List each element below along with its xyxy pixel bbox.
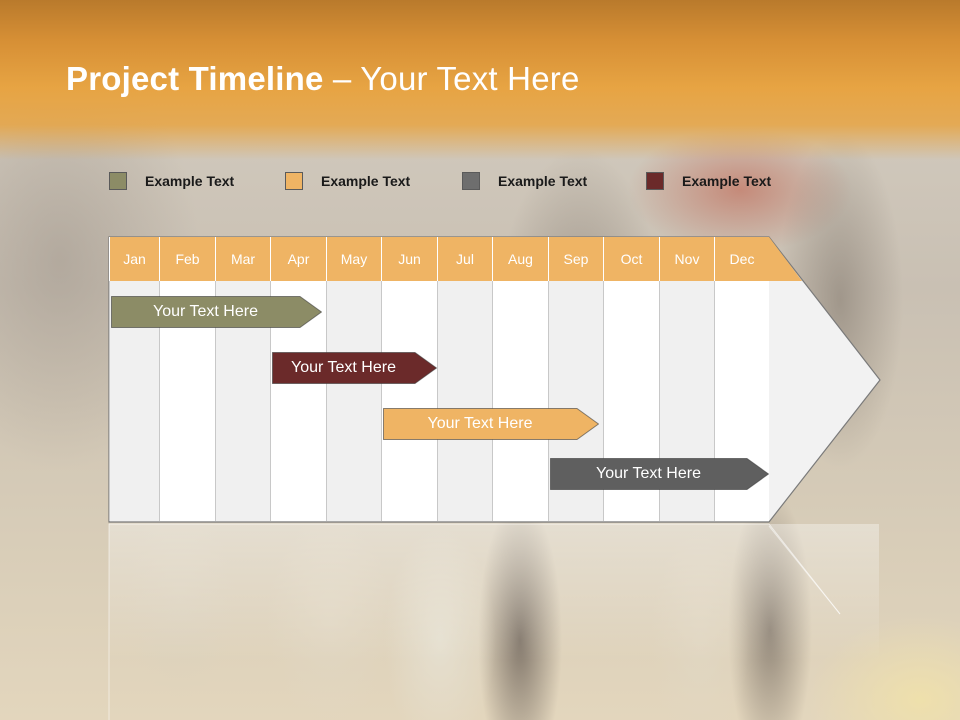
legend-swatch-orange [285, 172, 303, 190]
legend-swatch-olive [109, 172, 127, 190]
month-header-nov: Nov [659, 237, 714, 281]
month-header-sep: Sep [548, 237, 603, 281]
task-bar-arrow-3 [383, 408, 599, 440]
month-column-aug [492, 281, 548, 521]
title-bold: Project Timeline [66, 60, 324, 97]
month-header-oct: Oct [603, 237, 659, 281]
task-bar-2[interactable]: Your Text Here [272, 352, 437, 384]
month-header-may: May [326, 237, 381, 281]
month-header-mar: Mar [215, 237, 270, 281]
task-bar-shape-4 [550, 458, 769, 490]
month-column-jul [437, 281, 492, 521]
month-header-jan: Jan [109, 237, 159, 281]
legend-label-3: Example Text [498, 173, 588, 189]
legend-item-1: Example Text [109, 170, 234, 192]
legend-swatch-maroon [646, 172, 664, 190]
legend-item-3: Example Text [462, 170, 587, 192]
title-rest: – Your Text Here [323, 60, 580, 97]
legend-item-2: Example Text [285, 170, 410, 192]
task-bar-1[interactable]: Your Text Here [111, 296, 322, 328]
task-bar-shape-2 [272, 352, 437, 384]
task-bar-shape-1 [111, 296, 322, 328]
month-header-jun: Jun [381, 237, 437, 281]
task-bar-label-2: Your Text Here [291, 359, 396, 376]
legend-swatch-gray [462, 172, 480, 190]
task-bar-arrow-1 [111, 296, 322, 328]
month-column-jun [381, 281, 437, 521]
task-bar-shape-3 [383, 408, 599, 440]
month-header-apr: Apr [270, 237, 326, 281]
reflection-edge-2 [768, 525, 841, 615]
task-bar-arrow-4 [550, 458, 769, 490]
task-bar-label-4: Your Text Here [596, 465, 701, 482]
month-header-jul: Jul [437, 237, 492, 281]
task-bar-label-3: Your Text Here [427, 415, 533, 432]
task-bar-arrow-2 [272, 352, 437, 384]
month-header-feb: Feb [159, 237, 215, 281]
header-band [0, 0, 960, 160]
task-bar-3[interactable]: Your Text Here [383, 408, 599, 440]
timeline-reflection [109, 524, 879, 720]
month-column-may [326, 281, 381, 521]
task-bar-label-1: Your Text Here [153, 303, 258, 320]
legend-label-1: Example Text [145, 173, 235, 189]
legend-label-2: Example Text [321, 173, 411, 189]
slide-title[interactable]: Project Timeline – Your Text Here [66, 60, 580, 98]
month-header-dec: Dec [714, 237, 769, 281]
task-bar-4[interactable]: Your Text Here [550, 458, 769, 490]
legend-item-4: Example Text [646, 170, 771, 192]
legend-label-4: Example Text [682, 173, 772, 189]
month-header-aug: Aug [492, 237, 548, 281]
arrow-head-header [769, 237, 802, 281]
